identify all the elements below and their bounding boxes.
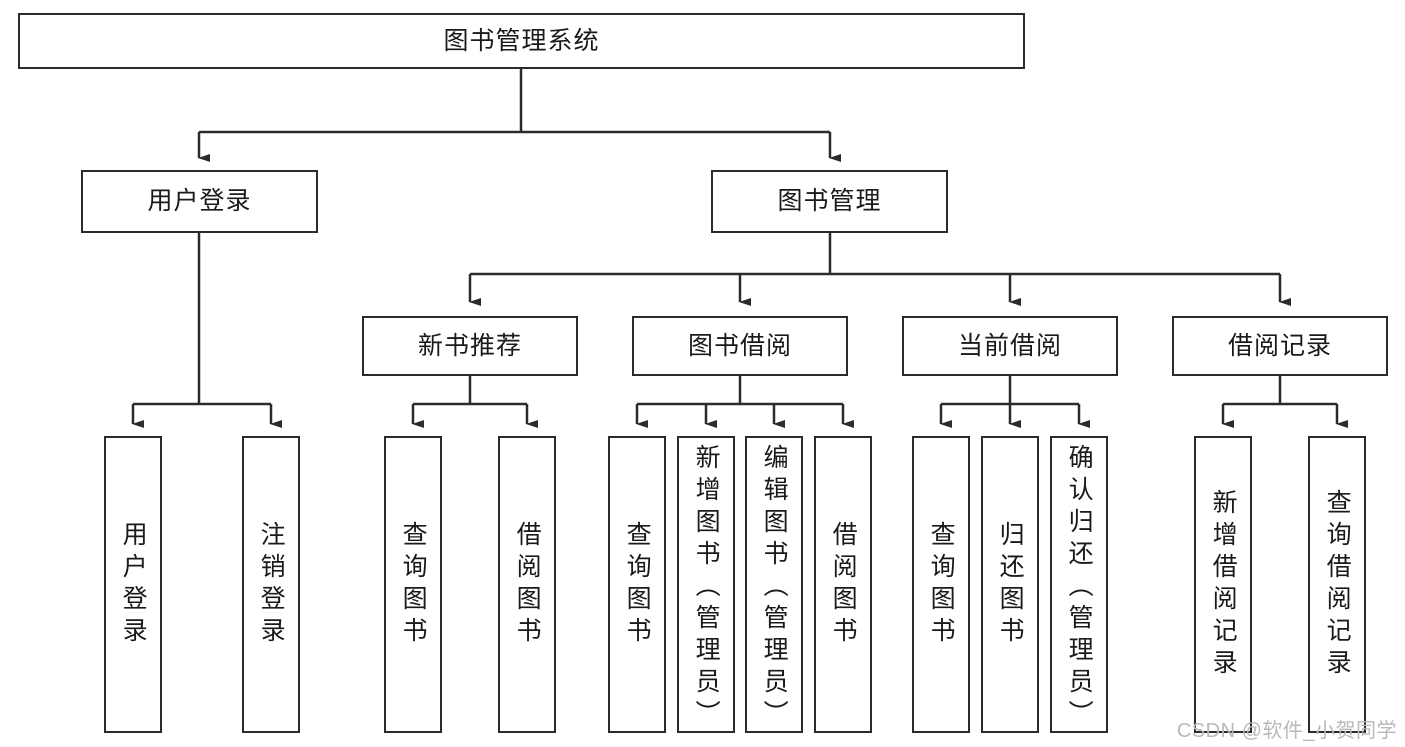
node-label: 借阅图书 — [513, 520, 542, 649]
node-label: 编辑图书（管理员） — [760, 444, 789, 732]
node-label: 注销登录 — [257, 520, 286, 649]
node-root-book-management-system[interactable]: 图书管理系统 — [18, 13, 1025, 69]
node-label: 新增图书（管理员） — [692, 444, 721, 732]
leaf-add-borrow-record[interactable]: 新增借阅记录 — [1194, 436, 1252, 733]
node-label: 用户登录 — [119, 520, 148, 649]
node-label: 图书借阅 — [687, 331, 792, 360]
leaf-query-book-current[interactable]: 查询图书 — [912, 436, 970, 733]
node-label: 借阅记录 — [1227, 331, 1332, 360]
leaf-return-book[interactable]: 归还图书 — [981, 436, 1039, 733]
node-label: 当前借阅 — [957, 331, 1062, 360]
leaf-query-book-recommend[interactable]: 查询图书 — [384, 436, 442, 733]
node-label: 新增借阅记录 — [1209, 488, 1238, 681]
node-user-login[interactable]: 用户登录 — [81, 170, 318, 233]
leaf-borrow-book-recommend[interactable]: 借阅图书 — [498, 436, 556, 733]
node-label: 图书管理 — [777, 187, 882, 215]
leaf-confirm-return-admin[interactable]: 确认归还（管理员） — [1050, 436, 1108, 733]
node-new-book-recommend[interactable]: 新书推荐 — [362, 316, 578, 376]
leaf-edit-book-admin[interactable]: 编辑图书（管理员） — [745, 436, 803, 733]
node-label: 查询借阅记录 — [1323, 488, 1352, 681]
node-label: 用户登录 — [147, 187, 252, 215]
node-borrow-records[interactable]: 借阅记录 — [1172, 316, 1388, 376]
node-label: 查询图书 — [399, 520, 428, 649]
leaf-user-login[interactable]: 用户登录 — [104, 436, 162, 733]
leaf-query-borrow-record[interactable]: 查询借阅记录 — [1308, 436, 1366, 733]
node-label: 查询图书 — [927, 520, 956, 649]
leaf-query-book-borrow[interactable]: 查询图书 — [608, 436, 666, 733]
node-label: 图书管理系统 — [443, 26, 600, 55]
node-label: 新书推荐 — [417, 331, 522, 360]
node-book-borrow[interactable]: 图书借阅 — [632, 316, 848, 376]
leaf-logout[interactable]: 注销登录 — [242, 436, 300, 733]
node-label: 归还图书 — [996, 520, 1025, 649]
leaf-add-book-admin[interactable]: 新增图书（管理员） — [677, 436, 735, 733]
leaf-borrow-book[interactable]: 借阅图书 — [814, 436, 872, 733]
node-label: 确认归还（管理员） — [1065, 444, 1094, 732]
node-current-borrow[interactable]: 当前借阅 — [902, 316, 1118, 376]
node-label: 借阅图书 — [829, 520, 858, 649]
node-book-management[interactable]: 图书管理 — [711, 170, 948, 233]
node-label: 查询图书 — [623, 520, 652, 649]
